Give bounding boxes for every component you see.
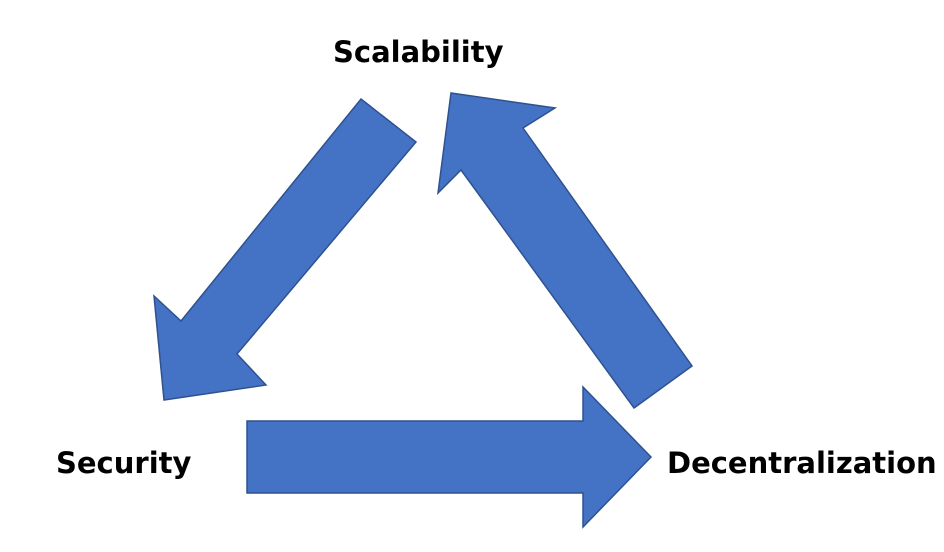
label-decentralization: Decentralization — [667, 446, 937, 480]
arrow-scalability-to-security — [153, 97, 418, 401]
label-scalability: Scalability — [333, 35, 504, 69]
label-security: Security — [56, 446, 192, 480]
arrow-decentralization-to-scalability — [436, 92, 694, 410]
arrow-security-to-decentralization — [246, 385, 653, 529]
